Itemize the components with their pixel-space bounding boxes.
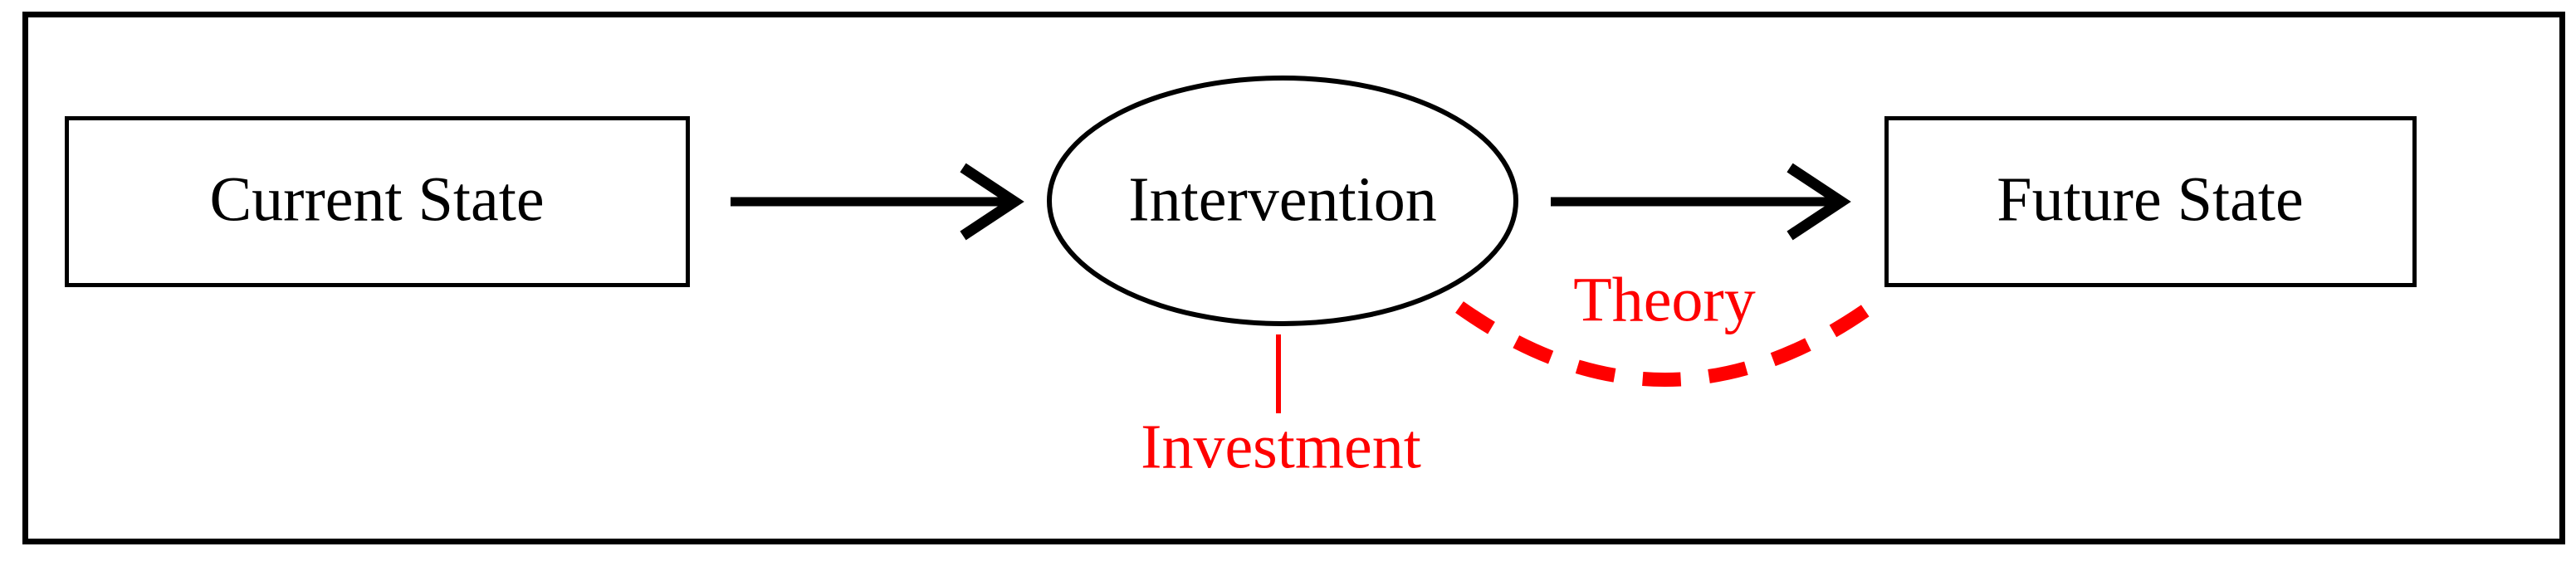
arrow-head: [960, 163, 1024, 241]
current-state-label: Current State: [209, 164, 544, 234]
intervention-ellipse: [1047, 76, 1518, 326]
arrow-intervention-to-future: [1551, 163, 1851, 241]
theory-dashed-arc: [1455, 301, 1875, 387]
future-state-label: Future State: [1997, 164, 2303, 234]
arrow-head: [1787, 163, 1851, 241]
future-state-box: [1884, 116, 2417, 287]
arrow-current-to-intervention: [731, 163, 1024, 241]
node-current-state[interactable]: Current State: [65, 116, 690, 287]
node-future-state[interactable]: Future State: [1884, 116, 2417, 287]
investment-label: Investment: [1141, 412, 1421, 481]
node-intervention[interactable]: Intervention: [1047, 76, 1518, 326]
current-state-box: [65, 116, 690, 287]
intervention-label: Intervention: [1128, 164, 1436, 234]
theory-label: Theory: [1573, 265, 1755, 334]
